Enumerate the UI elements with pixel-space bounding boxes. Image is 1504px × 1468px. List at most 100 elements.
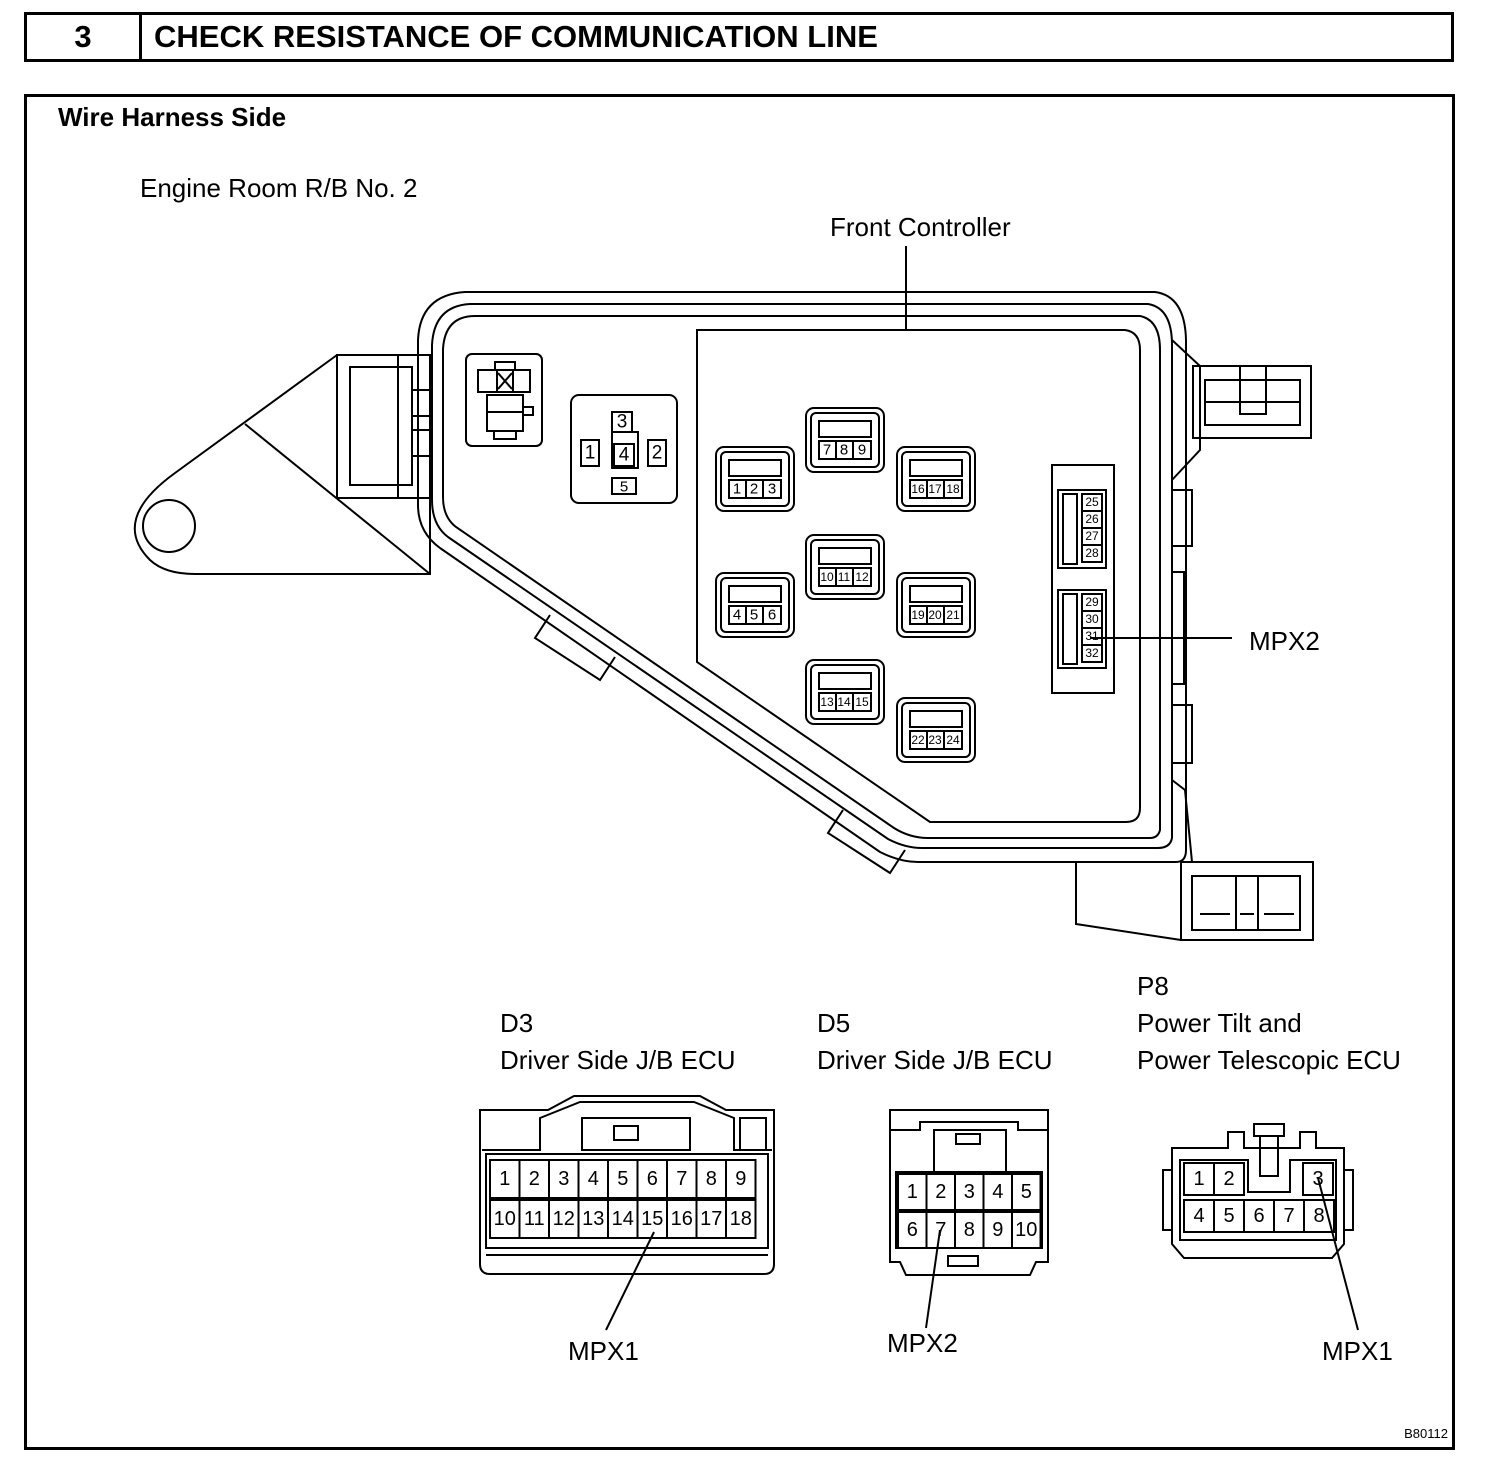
relay-socket-small [465, 353, 543, 447]
d3-code: D3 [500, 1008, 533, 1038]
relay-socket-5pin: 3 1 2 4 5 [570, 394, 678, 504]
pin-label: 29 [1085, 595, 1099, 609]
pin-label: 11 [524, 1208, 545, 1230]
p8-callout: MPX1 [1322, 1336, 1393, 1366]
pin-label: 23 [928, 733, 942, 747]
d5-code: D5 [817, 1008, 850, 1038]
pin-label: 6 [1253, 1205, 1264, 1227]
pin-label: 3 [768, 481, 776, 498]
relay-block-body [133, 291, 1314, 941]
wiring-figure-frame [24, 94, 1455, 1450]
step-header: 3 CHECK RESISTANCE OF COMMUNICATION LINE [24, 12, 1454, 62]
pin-label: 8 [840, 442, 848, 459]
figure-subtitle: Wire Harness Side [58, 102, 286, 132]
p8-name-line2: Power Telescopic ECU [1137, 1045, 1401, 1075]
pin-label: 9 [992, 1219, 1003, 1241]
pin-label: 3 [964, 1181, 975, 1203]
pin-label: 21 [946, 608, 960, 622]
pin-cell [1011, 1173, 1042, 1211]
d5-name: Driver Side J/B ECU [817, 1045, 1053, 1075]
pin-label: 6 [768, 607, 776, 624]
pin-label: 10 [494, 1208, 516, 1230]
pin-label: 10 [820, 570, 834, 584]
pin-label: 30 [1085, 612, 1099, 626]
socket-10-11-12: 10 11 12 [805, 534, 885, 600]
socket-19-20-21: 19 20 21 [896, 572, 976, 638]
pin-label: 4 [733, 607, 741, 624]
pin-label: 15 [641, 1208, 663, 1230]
pin-label: 5 [750, 607, 758, 624]
pin-label: 13 [582, 1208, 604, 1230]
pin-label: 8 [964, 1219, 975, 1241]
socket-16-17-18: 16 17 18 [896, 446, 976, 512]
pin-label: 19 [911, 608, 925, 622]
pin-label: 2 [529, 1168, 540, 1190]
pin-cell [1303, 1199, 1335, 1233]
engine-room-label: Engine Room R/B No. 2 [140, 173, 417, 203]
front-controller-sockets: 1 2 3 4 5 6 7 8 9 10 11 12 [715, 407, 976, 763]
relay-pin-label: 4 [619, 445, 630, 466]
pin-label: 7 [823, 442, 831, 459]
pin-label: 15 [855, 695, 869, 709]
pin-cell [725, 1159, 757, 1199]
pin-label: 7 [1283, 1205, 1294, 1227]
relay-pin-label: 5 [620, 479, 628, 496]
pin-label: 31 [1085, 629, 1099, 643]
pin-label: 12 [855, 570, 869, 584]
pin-label: 1 [499, 1168, 510, 1190]
pin-label: 5 [1223, 1205, 1234, 1227]
pin-label: 8 [706, 1168, 717, 1190]
pin-label: 5 [617, 1168, 628, 1190]
pin-label: 27 [1085, 529, 1099, 543]
d5-callout: MPX2 [887, 1328, 958, 1358]
relay-pin-label: 1 [585, 443, 596, 464]
pin-cell [1302, 1162, 1334, 1196]
socket-1-2-3: 1 2 3 [715, 446, 795, 512]
relay-pin-label: 3 [617, 412, 628, 433]
pin-label: 32 [1085, 646, 1099, 660]
figure-id: B80112 [1404, 1426, 1448, 1441]
d3-name: Driver Side J/B ECU [500, 1045, 736, 1075]
step-number: 3 [27, 15, 142, 59]
pin-label: 17 [928, 482, 942, 496]
p8-code: P8 [1137, 971, 1169, 1001]
pin-label: 2 [935, 1181, 946, 1203]
pin-cell [1011, 1211, 1042, 1249]
pin-label: 13 [820, 695, 834, 709]
d3-callout: MPX1 [568, 1336, 639, 1366]
front-controller-label: Front Controller [830, 212, 1011, 242]
pin-label: 7 [676, 1168, 687, 1190]
socket-4-5-6: 4 5 6 [715, 572, 795, 638]
pin-label: 14 [612, 1208, 634, 1230]
pin-label: 3 [558, 1168, 569, 1190]
pin-label: 2 [1223, 1168, 1234, 1190]
pin-label: 4 [588, 1168, 599, 1190]
pin-cell [725, 1199, 757, 1239]
pin-label: 6 [647, 1168, 658, 1190]
pin-label: 16 [671, 1208, 693, 1230]
pin-label: 1 [907, 1181, 918, 1203]
socket-13-14-15: 13 14 15 [805, 659, 885, 725]
p8-name-line1: Power Tilt and [1137, 1008, 1302, 1038]
pin-label: 1 [733, 481, 741, 498]
pin-label: 9 [858, 442, 866, 459]
pin-label: 24 [946, 733, 960, 747]
pin-label: 10 [1015, 1219, 1037, 1241]
pin-label: 11 [838, 570, 851, 584]
pin-label: 26 [1085, 512, 1099, 526]
pin-label: 17 [700, 1208, 722, 1230]
pin-label: 2 [750, 481, 758, 498]
pin-label: 14 [837, 695, 851, 709]
pin-label: 20 [928, 608, 942, 622]
step-title: CHECK RESISTANCE OF COMMUNICATION LINE [154, 19, 878, 54]
pin-label: 8 [1313, 1205, 1324, 1227]
pin-label: 25 [1085, 495, 1099, 509]
pin-label: 4 [1193, 1205, 1204, 1227]
pin-label: 6 [907, 1219, 918, 1241]
pin-label: 28 [1085, 546, 1099, 560]
socket-22-23-24: 22 23 24 [896, 697, 976, 763]
